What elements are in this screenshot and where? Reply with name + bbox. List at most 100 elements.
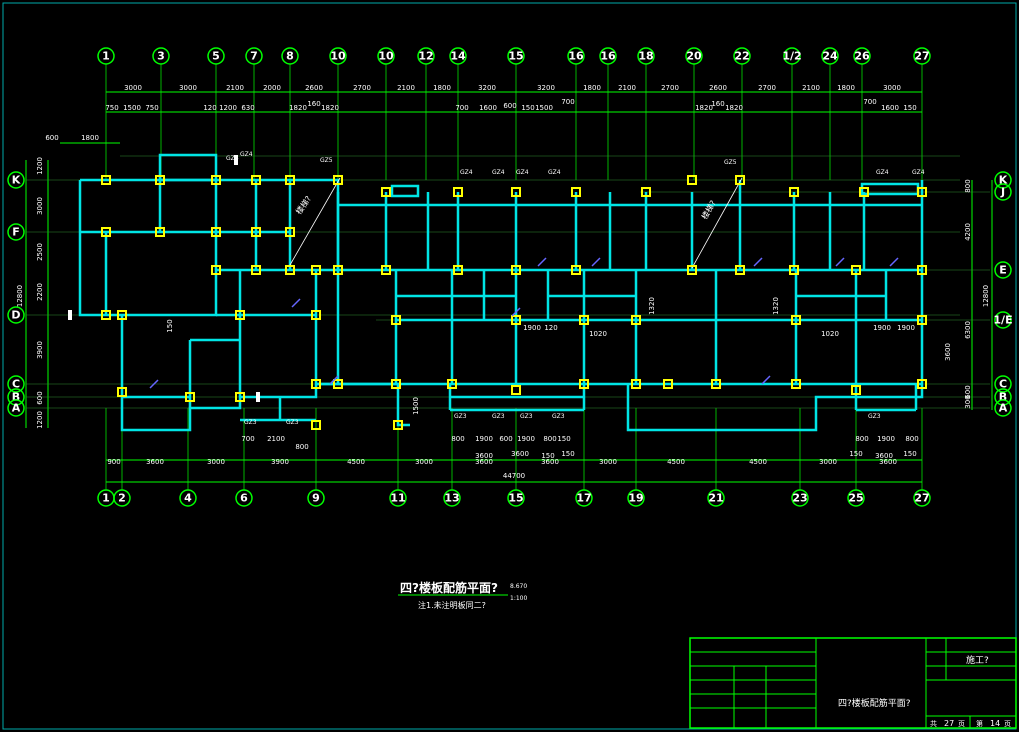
column — [235, 310, 245, 320]
dimension-text: 2700 — [758, 84, 776, 92]
left-axis-bubble: K — [7, 171, 25, 189]
column — [155, 175, 165, 185]
dimension-text: 2200 — [36, 283, 44, 301]
dimension-text: 2100 — [618, 84, 636, 92]
rebar-mark — [511, 307, 521, 317]
right-axis-bubble: E — [994, 261, 1012, 279]
wall-outline — [78, 153, 924, 432]
title-block-drawing-name: 四?楼板配筋平面? — [838, 697, 911, 709]
title-block-total-label: 共 — [930, 719, 937, 728]
dimension-text: 700 — [455, 104, 468, 112]
dimension-text: 800 — [855, 435, 868, 443]
dimension-text: 150 — [541, 452, 554, 460]
title-block-total-unit: 页 — [958, 720, 965, 728]
dimension-text: 800 — [451, 435, 464, 443]
right-axis-bubble-label: B — [999, 391, 1007, 404]
column — [791, 379, 801, 389]
column — [285, 175, 295, 185]
right-axis-bubble: 1/E — [993, 311, 1013, 329]
bottom-axis-bubble: 11 — [389, 489, 407, 507]
column — [687, 265, 697, 275]
grid-lines — [26, 155, 990, 409]
column — [311, 420, 321, 430]
gz-label: GZ4 — [548, 169, 561, 176]
left-axis-bubble-label: A — [12, 402, 21, 415]
top-axis-bubble-label: 5 — [212, 50, 220, 63]
gz-label: GZ3 — [454, 413, 467, 420]
top-axis-bubble: 7 — [245, 47, 263, 65]
dimension-text: 1820 — [695, 104, 713, 112]
column — [453, 187, 463, 197]
top-axis-bubble-label: 16 — [600, 50, 616, 63]
column — [511, 265, 521, 275]
gz-label: GZ4 — [492, 169, 505, 176]
column — [211, 265, 221, 275]
dimension-text: 1500 — [412, 397, 420, 415]
dimension-text: 3000 — [883, 84, 901, 92]
column — [101, 175, 111, 185]
dimension-text: 3600 — [944, 343, 952, 361]
dimension-text: 150 — [557, 435, 570, 443]
gz-label: GZ4 — [240, 151, 253, 158]
dimension-text: 2000 — [263, 84, 281, 92]
bottom-axis-bubble: 15 — [507, 489, 525, 507]
dimension-text: 2500 — [36, 243, 44, 261]
top-axis-bubble: 1/2 — [782, 47, 802, 65]
stair-label-1: 楼梯? — [293, 194, 313, 216]
dimension-text: 1200 — [219, 104, 237, 112]
right-axis-bubble: K — [994, 171, 1012, 189]
rebar-mark — [835, 257, 845, 267]
dimension-text: 600 — [503, 102, 516, 110]
top-axis-bubble: 20 — [685, 47, 703, 65]
gz-label: GZ4 — [876, 169, 889, 176]
dimension-text: 3600 — [475, 458, 493, 466]
column — [155, 227, 165, 237]
dimension-text: 150 — [903, 104, 916, 112]
dimension-text: 1900 — [523, 324, 541, 332]
bottom-axis-bubble: 4 — [179, 489, 197, 507]
column — [391, 379, 401, 389]
dimension-text: 600 — [45, 134, 58, 142]
column — [285, 227, 295, 237]
column — [735, 175, 745, 185]
column — [101, 310, 111, 320]
dimension-text: 700 — [863, 98, 876, 106]
top-axis-bubble: 16 — [567, 47, 585, 65]
rebar-mark — [329, 375, 339, 385]
dimension-text: 900 — [107, 458, 120, 466]
top-axis-bubble: 8 — [281, 47, 299, 65]
dimension-text: 2600 — [305, 84, 323, 92]
bottom-axis-bubble: 6 — [235, 489, 253, 507]
rebar-marks — [149, 257, 899, 389]
top-axis-bubble-label: 20 — [686, 50, 702, 63]
column — [453, 265, 463, 275]
column — [235, 392, 245, 402]
column — [391, 315, 401, 325]
bottom-axis-bubble-label: 21 — [708, 492, 723, 505]
dimension-text: 120 — [203, 104, 216, 112]
right-axis-bubble-label: K — [999, 174, 1008, 187]
stair-label-2: 楼梯? — [699, 198, 718, 221]
gz-label: GZ3 — [492, 413, 505, 420]
dimension-text: 600 — [499, 435, 512, 443]
left-axis-bubble: D — [7, 306, 25, 324]
left-axis-bubble: B — [7, 388, 25, 406]
top-axis-bubble: 26 — [853, 47, 871, 65]
bottom-axis-bubble-label: 23 — [792, 492, 807, 505]
dimension-text: 3600 — [146, 458, 164, 466]
top-axis-bubble: 3 — [152, 47, 170, 65]
gz-label: GZ4 — [912, 169, 925, 176]
dimension-text: 300 — [964, 395, 972, 408]
column — [251, 265, 261, 275]
rebar-mark — [889, 257, 899, 267]
bottom-axis-bubble-label: 6 — [240, 492, 248, 505]
dimension-text: 1600 — [479, 104, 497, 112]
top-axis-bubble: 14 — [449, 47, 467, 65]
left-axis-bubble: C — [7, 375, 25, 393]
dimension-text: 1820 — [725, 104, 743, 112]
top-dimension-lines — [25, 91, 993, 483]
dimension-text: 1200 — [36, 411, 44, 429]
